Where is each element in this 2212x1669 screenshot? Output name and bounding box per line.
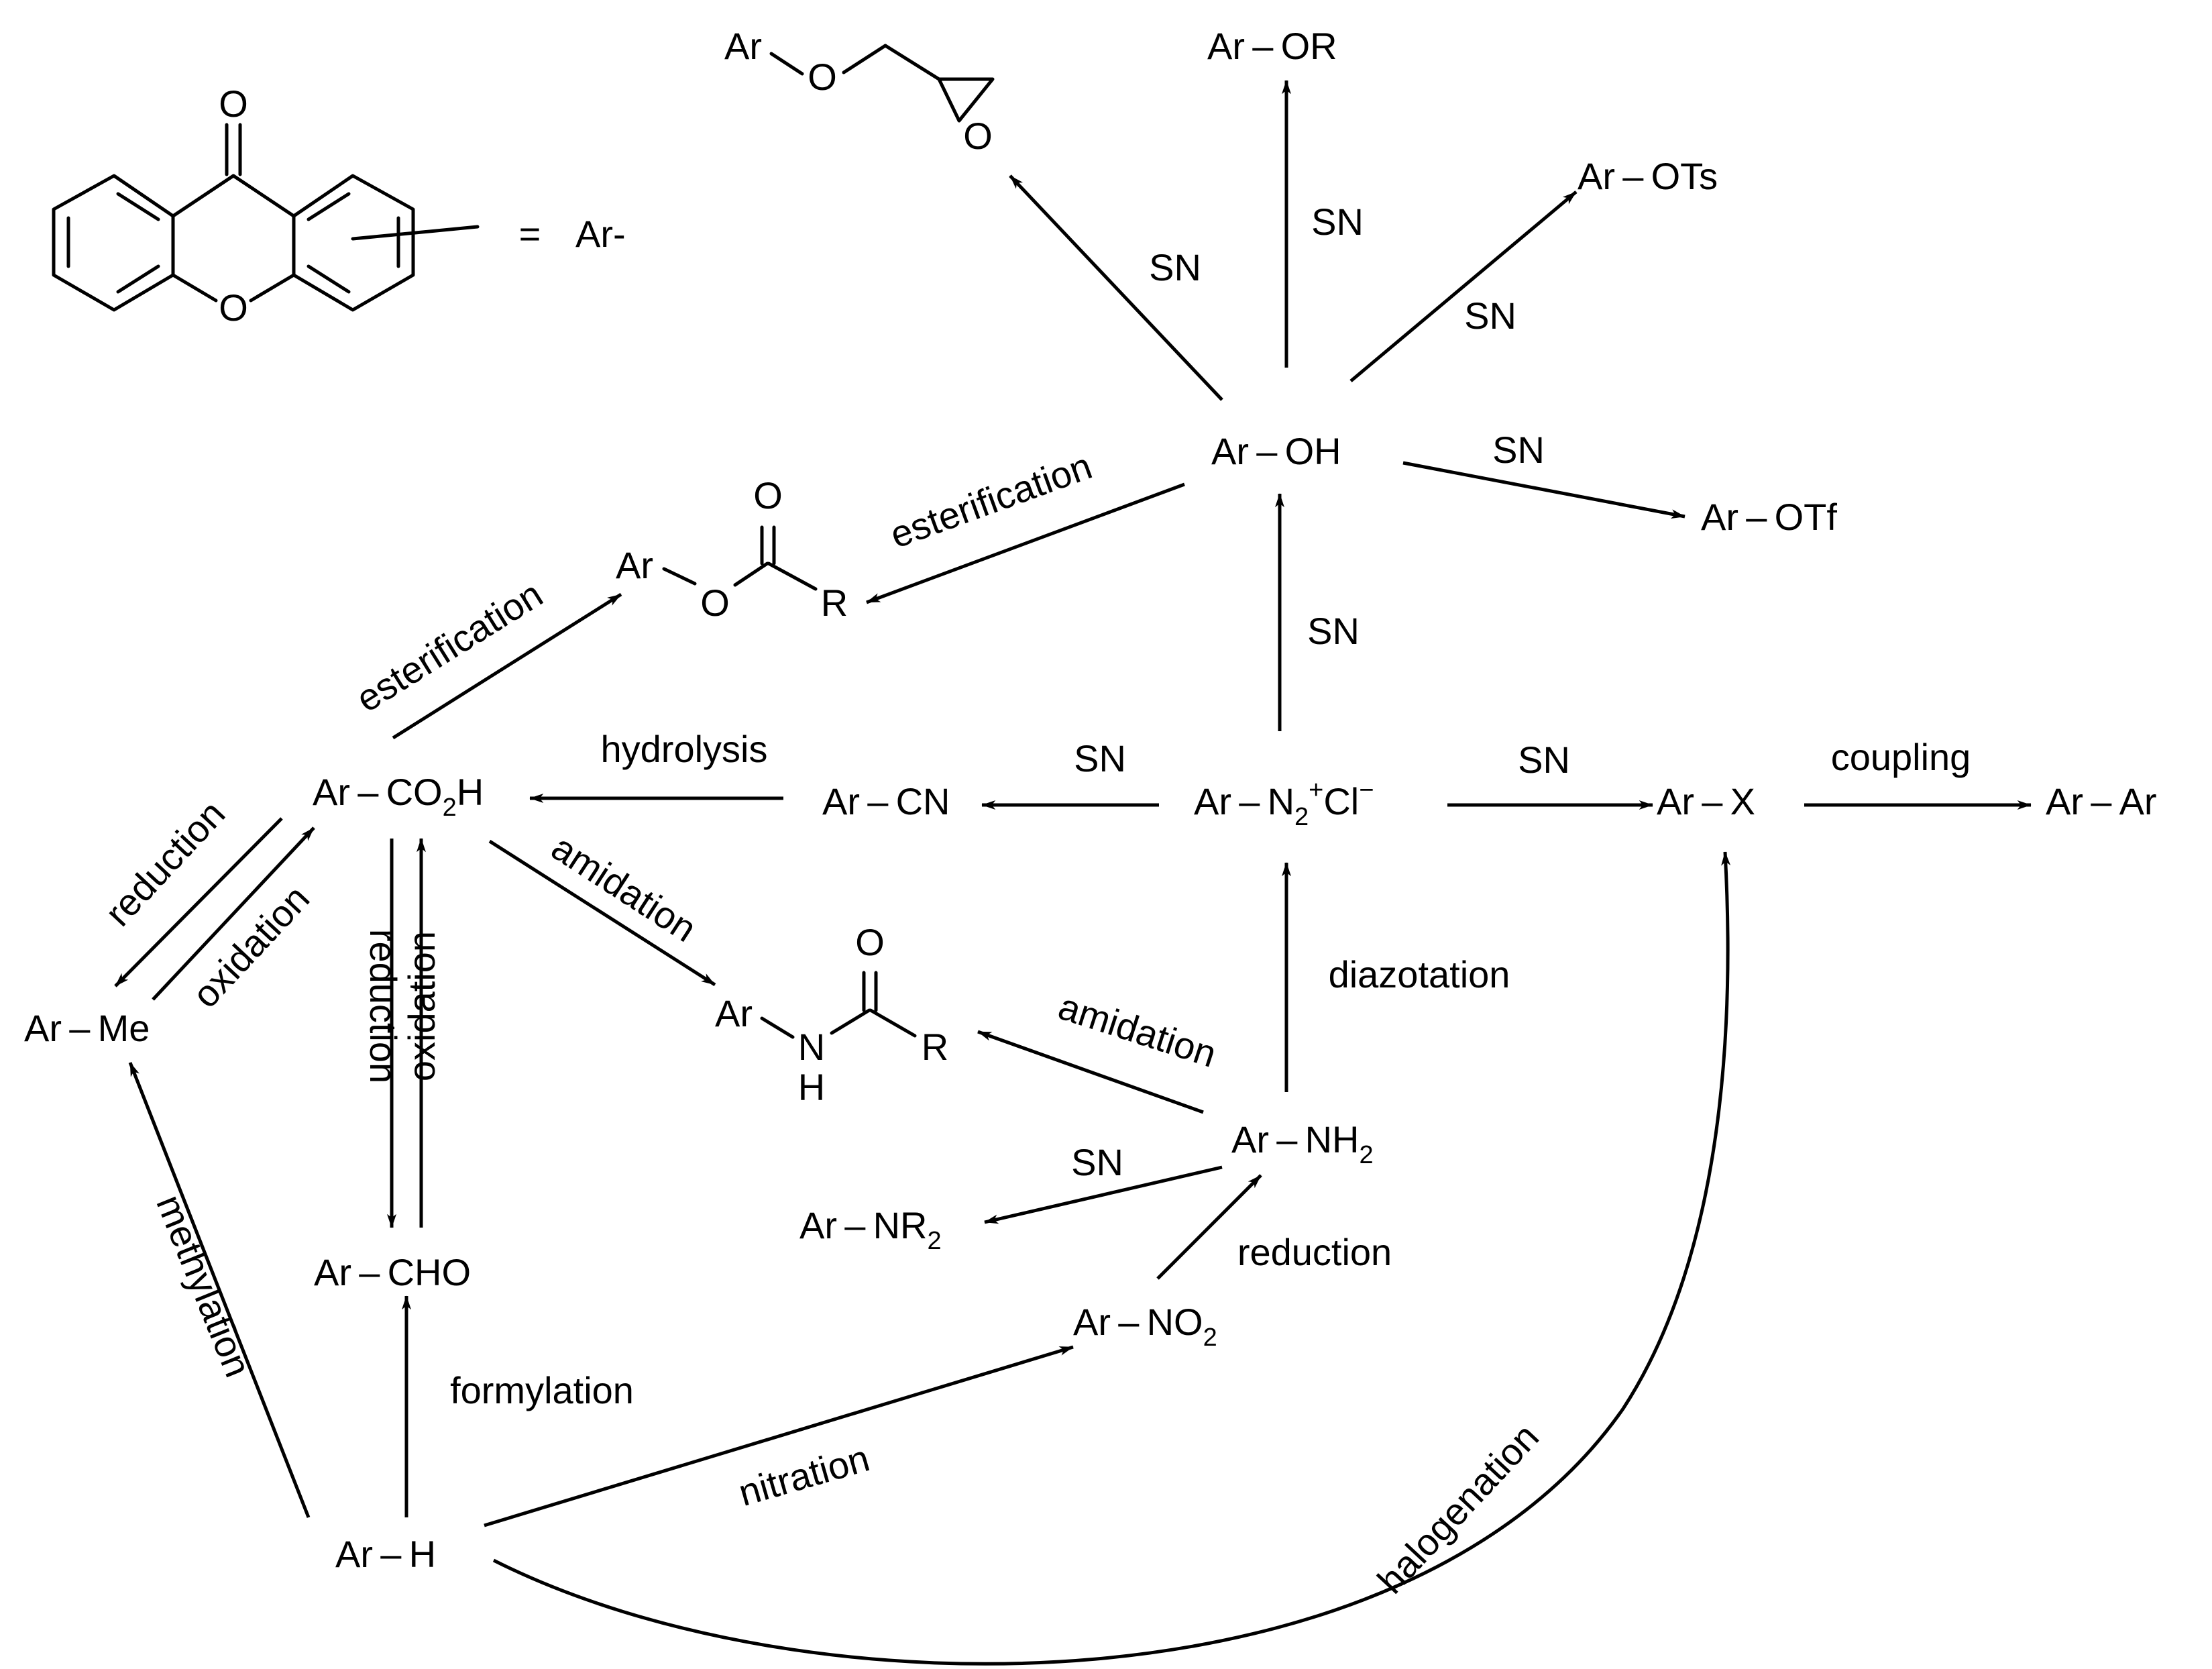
- compound-ar-nr2: Ar – NR2: [799, 1204, 942, 1255]
- arrow-co2h-to-amide: [488, 839, 716, 987]
- compound-aryl-amide: Ar N H O R: [715, 921, 948, 1108]
- arrow-aroh-to-arots: [1349, 191, 1578, 382]
- compound-ar-x: Ar – X: [1657, 780, 1755, 822]
- arrow-amine-to-nr2: [984, 1165, 1223, 1224]
- label-nitration: nitration: [734, 1437, 874, 1514]
- label-formylation: formylation: [450, 1369, 634, 1411]
- compound-ar-no2: Ar – NO2: [1073, 1301, 1217, 1352]
- ester-carbonyl-oxygen: O: [753, 474, 783, 517]
- compound-ar-ar: Ar – Ar: [2046, 780, 2157, 822]
- amide-r-group: R: [922, 1026, 948, 1068]
- arrow-aroh-to-glycidyl: [1009, 174, 1223, 401]
- label-amidation-amine: amidation: [1054, 985, 1221, 1075]
- compound-ar-co2h: Ar – CO2H: [313, 771, 484, 822]
- glycidyl-ether-oxygen: O: [808, 56, 837, 98]
- compound-ar-otf: Ar – OTf: [1701, 496, 1837, 538]
- compound-ar-glycidyl-ether: Ar O O: [724, 25, 995, 157]
- arrows: [114, 80, 2032, 1666]
- compound-ar-diazonium-chloride: Ar – N2+Cl−: [1194, 776, 1374, 831]
- label-sn-x: SN: [1518, 739, 1570, 781]
- label-esterification-oh: esterification: [885, 444, 1097, 556]
- compound-ar-cho: Ar – CHO: [314, 1251, 471, 1293]
- label-sn-ots: SN: [1464, 294, 1516, 337]
- epoxide-oxygen: O: [963, 115, 993, 157]
- reaction-labels: SN SN SN SN SN SN SN SN esterification e…: [97, 201, 1971, 1601]
- arrow-arh-to-arx-curved: [492, 851, 1731, 1666]
- label-hydrolysis: hydrolysis: [601, 728, 768, 770]
- arrow-co2h-to-me: [114, 817, 283, 987]
- arrow-arh-to-me: [128, 1062, 311, 1518]
- label-reduction-co2h-cho: reduction: [362, 929, 404, 1083]
- glycidyl-ar-text: Ar: [724, 25, 762, 67]
- arrow-aroh-to-ester: [866, 482, 1185, 604]
- label-amidation-co2h: amidation: [545, 826, 704, 950]
- compound-ar-or: Ar – OR: [1207, 25, 1337, 67]
- arrow-no2-to-amine: [1156, 1174, 1262, 1280]
- compound-ar-nh2: Ar – NH2: [1231, 1118, 1374, 1169]
- amide-hydrogen: H: [798, 1066, 825, 1108]
- arrow-aroh-to-arotf: [1402, 461, 1685, 519]
- compound-ar-me: Ar – Me: [24, 1007, 150, 1049]
- label-coupling: coupling: [1831, 736, 1971, 778]
- label-sn-otf: SN: [1492, 429, 1545, 471]
- label-methylation: methylation: [148, 1189, 260, 1383]
- label-sn-cn: SN: [1074, 737, 1126, 779]
- compound-ar-oh: Ar – OH: [1211, 430, 1341, 472]
- compound-ar-h: Ar – H: [335, 1533, 436, 1575]
- label-oxidation-cho-co2h: oxidation: [400, 931, 443, 1081]
- compound-ar-ots: Ar – OTs: [1578, 155, 1718, 197]
- amide-ar-text: Ar: [715, 992, 753, 1034]
- arrow-amine-to-amide: [977, 1030, 1204, 1114]
- label-sn-glycidyl: SN: [1149, 246, 1201, 288]
- amide-nitrogen: N: [798, 1026, 825, 1068]
- compound-aryl-ester: Ar O O R: [616, 474, 848, 624]
- label-reduction-co2h-me: reduction: [97, 792, 233, 934]
- ring-oxygen: O: [219, 286, 248, 329]
- equals-sign: =: [519, 213, 541, 255]
- label-reduction-no2: reduction: [1237, 1231, 1392, 1273]
- arrow-co2h-to-ester: [392, 592, 622, 740]
- label-sn-or: SN: [1311, 201, 1364, 243]
- compound-ar-cn: Ar – CN: [822, 780, 950, 822]
- label-sn-nr2: SN: [1071, 1141, 1123, 1183]
- arrow-me-to-co2h: [152, 826, 315, 1001]
- carbonyl-oxygen: O: [219, 83, 248, 125]
- ar-definition-label: Ar-: [575, 213, 626, 255]
- ester-oxygen: O: [700, 582, 730, 624]
- label-sn-diazonium-oh: SN: [1307, 610, 1360, 652]
- label-halogenation: halogenation: [1369, 1415, 1547, 1602]
- label-diazotation: diazotation: [1329, 953, 1510, 995]
- xanthone-structure: O O: [52, 83, 480, 329]
- ester-ar-text: Ar: [616, 544, 653, 586]
- ester-r-group: R: [821, 582, 848, 624]
- amide-carbonyl-oxygen: O: [855, 921, 885, 963]
- label-esterification-co2h: esterification: [349, 572, 550, 720]
- arrow-arh-to-no2: [484, 1345, 1074, 1527]
